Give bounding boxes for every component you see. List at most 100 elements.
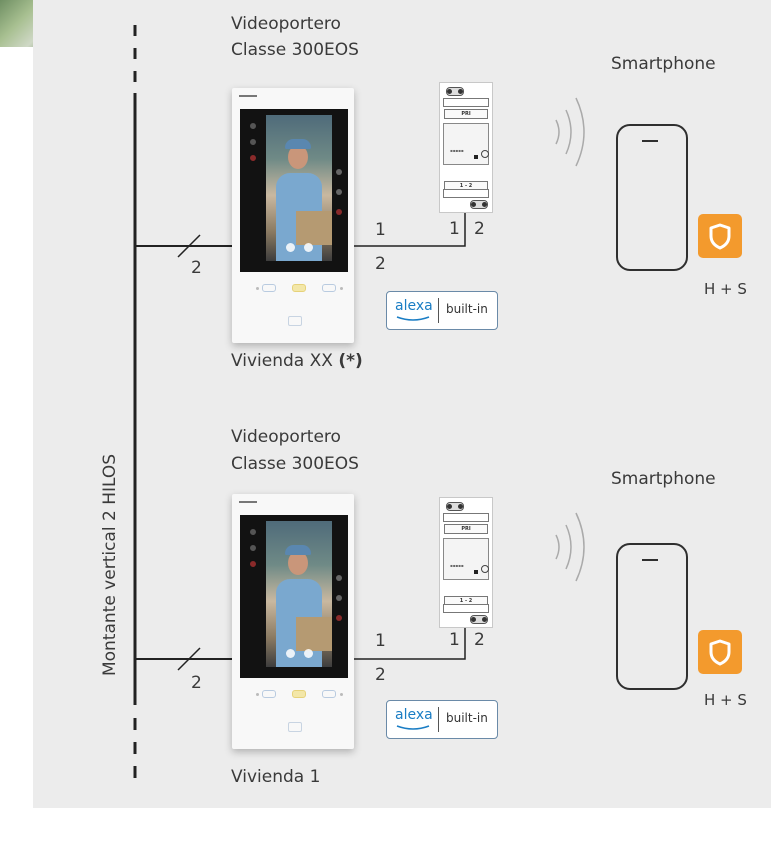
unit-1-bus-label-bottom: 2 (375, 254, 386, 274)
home-key (322, 690, 336, 698)
visitor-figure (285, 545, 311, 555)
call-key (292, 690, 306, 698)
terminal-block (443, 98, 489, 107)
camera-feed (266, 115, 332, 261)
branch-2-tick (177, 647, 201, 671)
indicator-dot (256, 693, 259, 696)
intercom-key (262, 690, 276, 698)
unit-1-app-label: H + S (704, 280, 747, 298)
unit-1-module-term-2: 2 (474, 219, 485, 239)
status-icon (250, 561, 256, 567)
status-icon (250, 545, 256, 551)
indicator-dot (340, 287, 343, 290)
brand-mark (239, 95, 257, 97)
unit-2-module-term-2: 2 (474, 630, 485, 650)
status-icon (336, 575, 342, 581)
status-icon (250, 139, 256, 145)
unit-2-bus-label-bottom: 2 (375, 665, 386, 685)
mute-icon (286, 243, 295, 252)
visitor-figure (288, 551, 308, 575)
alexa-smile-icon (396, 316, 430, 321)
bus-2 (353, 626, 466, 660)
unit-1-phone-label: Smartphone (611, 54, 716, 74)
unit-1-title-line2: Classe 300EOS (231, 40, 359, 60)
alexa-smile-icon (396, 725, 430, 730)
visitor-figure (285, 139, 311, 149)
reset-button (481, 150, 489, 158)
terminal-screw (470, 200, 488, 209)
branch-1-tick (177, 234, 201, 258)
unit-2-title-line1: Videoportero (231, 427, 341, 447)
parcel (296, 211, 332, 245)
status-icon (250, 123, 256, 129)
status-icon (336, 615, 342, 621)
shield-icon (698, 630, 742, 674)
riser-label-text: Montante vertical 2 HILOS (100, 453, 120, 677)
call-key (292, 284, 306, 292)
monitor-screen (240, 515, 348, 678)
indicator-dot (340, 693, 343, 696)
wifi-waves-icon (555, 97, 585, 167)
reset-button (481, 565, 489, 573)
module-window: ▪▪▪▪▪ (443, 123, 489, 165)
wifi-module: PRI ▪▪▪▪▪ 1 - 2 (439, 82, 493, 213)
unit-1-bus-label-top: 1 (375, 220, 386, 240)
alexa-logo: alexa (395, 707, 433, 723)
module-tab-pri: PRI (444, 109, 488, 119)
phone-notch (642, 559, 658, 561)
terminal-block (443, 189, 489, 198)
alexa-badge: alexa built-in (386, 700, 498, 739)
alexa-built-in-label: built-in (446, 711, 488, 725)
divider (438, 298, 439, 323)
indicator-dot (256, 287, 259, 290)
unit-2-phone-label: Smartphone (611, 469, 716, 489)
status-icon (250, 155, 256, 161)
unit-2-title-line2: Classe 300EOS (231, 454, 359, 474)
door-key (288, 316, 302, 326)
status-icon (336, 209, 342, 215)
unit-2-riser-wire-label: 2 (191, 673, 202, 693)
terminal-screw (446, 87, 464, 96)
unit-2-app-label: H + S (704, 691, 747, 709)
mic-icon (304, 243, 313, 252)
wifi-module: PRI ▪▪▪▪▪ 1 - 2 (439, 497, 493, 628)
mute-icon (286, 649, 295, 658)
terminal-screw (470, 615, 488, 624)
module-window: ▪▪▪▪▪ (443, 538, 489, 580)
status-icon (336, 189, 342, 195)
status-icon (336, 595, 342, 601)
terminal-block (443, 604, 489, 613)
smartphone (616, 124, 688, 271)
home-key (322, 284, 336, 292)
door-key (288, 722, 302, 732)
unit-2-bus-label-top: 1 (375, 631, 386, 651)
module-tab-pri: PRI (444, 524, 488, 534)
brand-mark (239, 501, 257, 503)
divider (438, 707, 439, 732)
shield-icon (698, 214, 742, 258)
unit-2-module-term-1: 1 (449, 630, 460, 650)
unit-1-riser-wire-label: 2 (191, 258, 202, 278)
monitor-screen (240, 109, 348, 272)
intercom-key (262, 284, 276, 292)
video-monitor (232, 494, 354, 749)
status-icon (336, 169, 342, 175)
bus-1 (353, 213, 466, 247)
riser-label: Montante vertical 2 HILOS (99, 440, 121, 690)
unit-2-dwelling-label: Vivienda 1 (231, 767, 321, 787)
unit-1-title-line1: Videoportero (231, 14, 341, 34)
diagram-panel (33, 0, 771, 808)
terminal-block (443, 513, 489, 522)
mic-icon (304, 649, 313, 658)
unit-1-module-term-1: 1 (449, 219, 460, 239)
phone-notch (642, 140, 658, 142)
status-icon (250, 529, 256, 535)
smartphone (616, 543, 688, 690)
unit-1-dwelling-label: Vivienda XX (*) (231, 351, 363, 371)
camera-feed (266, 521, 332, 667)
terminal-screw (446, 502, 464, 511)
visitor-figure (288, 145, 308, 169)
video-monitor (232, 88, 354, 343)
alexa-logo: alexa (395, 298, 433, 314)
